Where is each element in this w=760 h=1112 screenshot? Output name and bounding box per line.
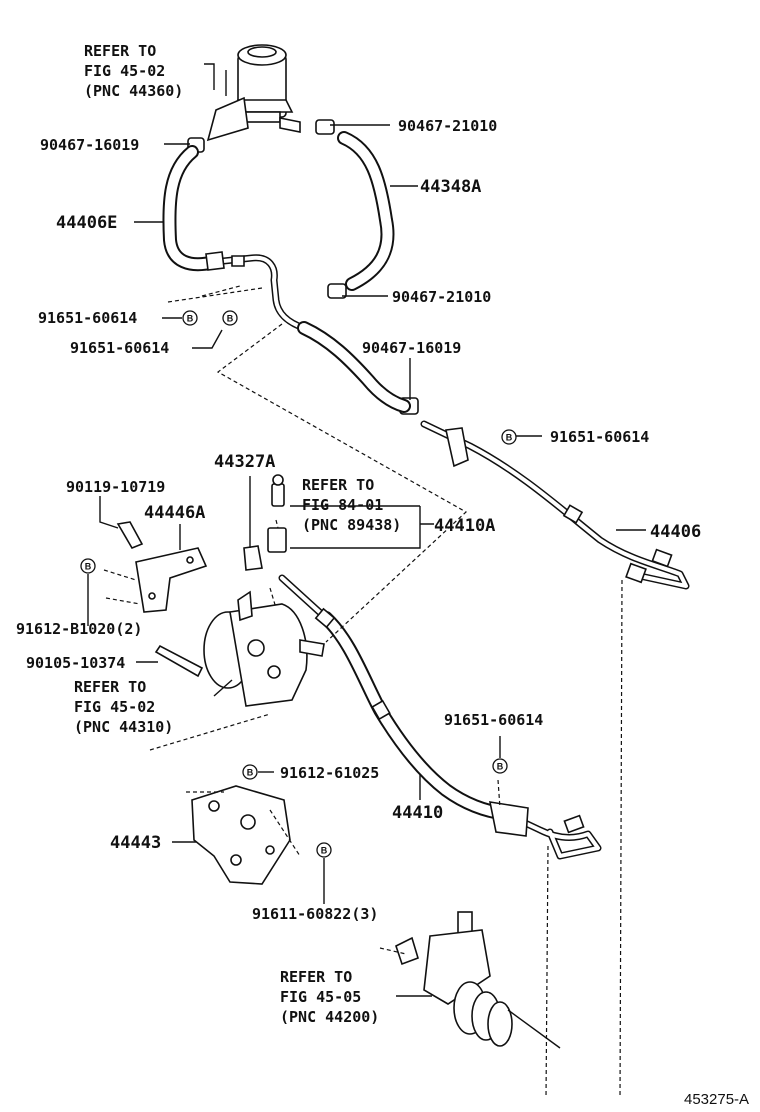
- label-90467-16019-mid: 90467-16019: [362, 339, 461, 357]
- refer-note-pump: REFER TO FIG 45-02 (PNC 44310): [74, 678, 173, 736]
- refer-line2: FIG 45-05: [280, 988, 361, 1006]
- label-91651-d: 91651-60614: [444, 711, 543, 729]
- union-fittings: [243, 474, 287, 571]
- b-badges: B B B B B B B: [80, 310, 517, 858]
- badge-b-5-letter: B: [497, 762, 504, 772]
- badge-b-3: [501, 429, 517, 445]
- refer-line1: REFER TO: [74, 678, 146, 696]
- diagram-id: 453275-A: [684, 1091, 749, 1108]
- refer-note-union: REFER TO FIG 84-01 (PNC 89438): [302, 476, 401, 534]
- refer-line1: REFER TO: [84, 42, 156, 60]
- refer-line3: (PNC 44360): [84, 82, 183, 100]
- label-44327a: 44327A: [214, 452, 275, 472]
- refer-line3: (PNC 44200): [280, 1008, 379, 1026]
- power-steering-pump: [203, 590, 325, 707]
- label-91611-60822: 91611-60822(3): [252, 905, 378, 923]
- refer-line1: REFER TO: [302, 476, 374, 494]
- label-90467-21010-mid: 90467-21010: [392, 288, 491, 306]
- label-44410a: 44410A: [434, 516, 495, 536]
- suction-hose-44406e: [162, 145, 221, 272]
- label-91612-b1020: 91612-B1020(2): [16, 620, 142, 638]
- refer-line2: FIG 45-02: [84, 62, 165, 80]
- refer-line3: (PNC 44310): [74, 718, 173, 736]
- return-tube-44406: [420, 420, 690, 590]
- label-90467-16019-upper: 90467-16019: [40, 136, 139, 154]
- badge-b-4: [80, 558, 96, 574]
- label-90119-10719: 90119-10719: [66, 478, 165, 496]
- refer-line1: REFER TO: [280, 968, 352, 986]
- bolt-90119: [116, 521, 144, 549]
- badge-b-6-letter: B: [247, 768, 254, 778]
- hose-mid: [297, 321, 411, 413]
- label-44406e: 44406E: [56, 213, 117, 233]
- label-44406: 44406: [650, 522, 701, 542]
- label-91612-61025: 91612-61025: [280, 764, 379, 782]
- refer-line2: FIG 45-02: [74, 698, 155, 716]
- badge-b-1-letter: B: [187, 314, 194, 324]
- badge-b-1: [182, 310, 198, 326]
- badge-b-5: [492, 758, 508, 774]
- clamp-upper-right: [315, 119, 335, 135]
- leader-lines: [87, 63, 646, 997]
- badge-b-2-letter: B: [227, 314, 234, 324]
- label-91651-b: 91651-60614: [70, 339, 169, 357]
- clamp-mid-right: [327, 283, 347, 299]
- label-44348a: 44348A: [420, 177, 481, 197]
- label-90467-21010-upper: 90467-21010: [398, 117, 497, 135]
- refer-note-reservoir: REFER TO FIG 45-02 (PNC 44360): [84, 42, 183, 100]
- badge-b-3-letter: B: [506, 433, 513, 443]
- refer-note-rack: REFER TO FIG 45-05 (PNC 44200): [280, 968, 379, 1026]
- bracket-44443: [191, 785, 291, 885]
- label-91651-c: 91651-60614: [550, 428, 649, 446]
- label-44410: 44410: [392, 803, 443, 823]
- badge-b-2: [222, 310, 238, 326]
- label-44446a: 44446A: [144, 503, 205, 523]
- refer-line3: (PNC 89438): [302, 516, 401, 534]
- label-90105-10374: 90105-10374: [26, 654, 125, 672]
- badge-b-7: [316, 842, 332, 858]
- label-91651-a: 91651-60614: [38, 309, 137, 327]
- badge-b-6: [242, 764, 258, 780]
- refer-line2: FIG 84-01: [302, 496, 383, 514]
- bracket-44446a: [135, 547, 208, 613]
- pressure-hose-44410: [278, 574, 602, 860]
- badge-b-4-letter: B: [85, 562, 92, 572]
- guide-lines: [103, 285, 623, 1099]
- label-44443: 44443: [110, 833, 161, 853]
- metal-tube-upper: [205, 251, 308, 332]
- steering-rack: [395, 911, 561, 1049]
- badge-b-7-letter: B: [321, 846, 328, 856]
- return-hose-44348a: [337, 131, 395, 291]
- bolt-90105: [154, 644, 204, 678]
- reservoir-tank: [206, 44, 301, 142]
